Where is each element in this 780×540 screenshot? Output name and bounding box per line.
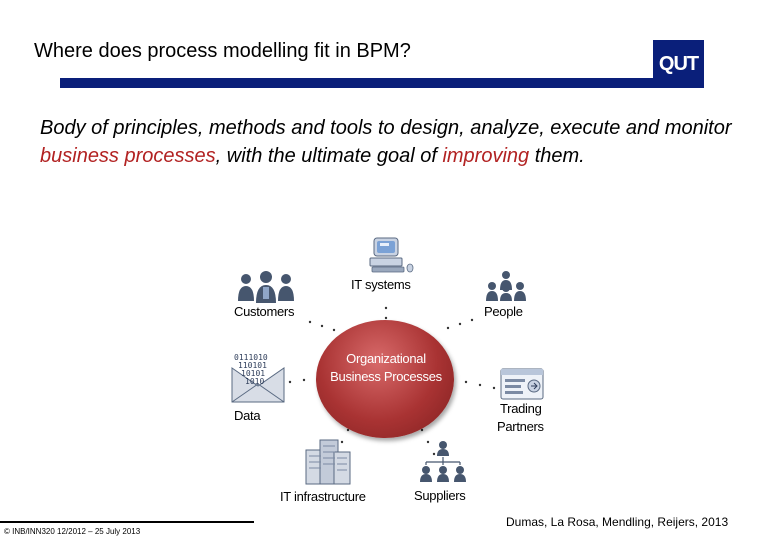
it-systems-label: IT systems [351, 277, 411, 292]
server-rack-icon [305, 439, 351, 485]
suppliers-label: Suppliers [414, 488, 466, 503]
definition-text-3: them. [529, 145, 585, 167]
organizational-processes-circle [316, 320, 454, 438]
people-icon [486, 271, 526, 301]
definition-text-1: Body of principles, methods and tools to… [40, 117, 732, 139]
center-label-line1: Organizational [346, 351, 426, 366]
svg-text:0111010: 0111010 [234, 353, 268, 362]
it-infrastructure-label: IT infrastructure [280, 489, 366, 504]
definition-text-2: , with the ultimate goal of [215, 145, 443, 167]
trading-partners-label-line2: Partners [497, 419, 544, 434]
customers-icon [238, 271, 294, 303]
footer-citation: Dumas, La Rosa, Mendling, Reijers, 2013 [506, 515, 729, 529]
svg-text:110101: 110101 [238, 361, 267, 370]
data-label: Data [234, 408, 261, 423]
computer-icon [369, 237, 414, 273]
bpm-definition: Body of principles, methods and tools to… [40, 114, 750, 170]
svg-text:1010: 1010 [245, 377, 264, 386]
organizational-processes-label: Organizational Business Processes [316, 350, 456, 386]
definition-highlight-business-processes: business processes [40, 145, 216, 167]
qut-logo: QUT [653, 40, 704, 88]
people-label: People [484, 304, 523, 319]
browser-window-icon [500, 368, 544, 400]
org-chart-icon [420, 441, 466, 482]
page-title: Where does process modelling fit in BPM? [34, 40, 411, 62]
customers-label: Customers [234, 304, 295, 319]
footer-divider [0, 521, 254, 523]
svg-text:10101: 10101 [241, 369, 265, 378]
title-underline-bar [60, 78, 653, 88]
data-icon: 0111010 110101 10101 1010 [231, 353, 285, 403]
trading-partners-label-line1: Trading [500, 401, 542, 416]
definition-highlight-improving: improving [442, 145, 530, 167]
center-label-line2: Business Processes [330, 369, 442, 384]
footer-copyright: © INB/INN320 12/2012 – 25 July 2013 [4, 527, 141, 536]
